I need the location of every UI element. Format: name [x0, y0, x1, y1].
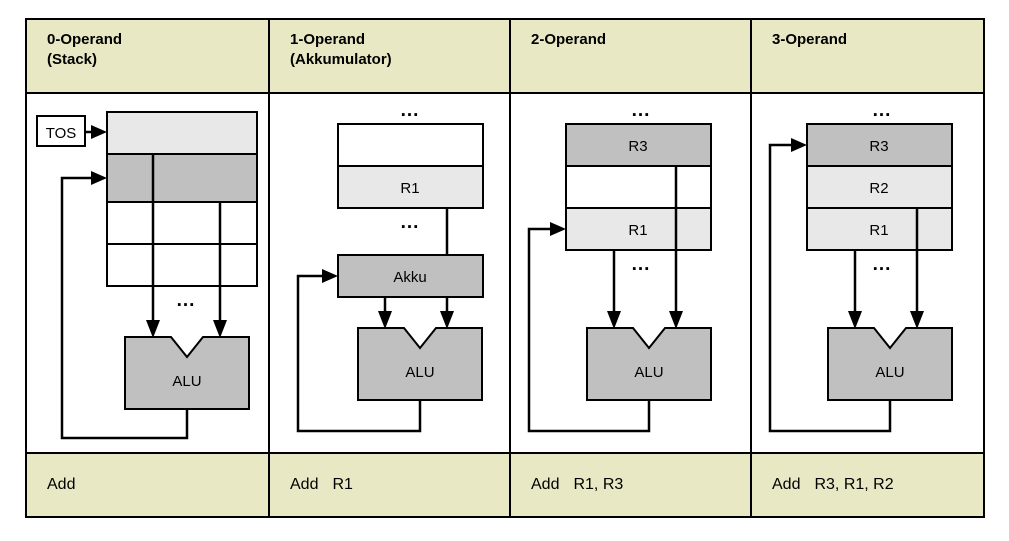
- operand-arrowhead-a: [607, 311, 621, 329]
- header-cell-three-operand: 3-Operand: [750, 20, 983, 92]
- feedback-arrowhead: [91, 171, 107, 185]
- instruction-cell-three-operand: Add R3, R1, R2: [750, 454, 983, 516]
- header-title-line1: 1-Operand: [290, 31, 366, 48]
- register-label-r1: R1: [869, 222, 888, 239]
- feedback-path: [296, 274, 422, 433]
- operand-arrowhead-a: [146, 320, 160, 338]
- alu-label: ALU: [405, 364, 434, 381]
- ellipsis-above-registers: ...: [873, 100, 892, 121]
- table-instruction-row: Add Add R1 Add R1, R3 Add R3, R1, R2: [27, 454, 983, 516]
- header-title-line1: 0-Operand: [47, 31, 123, 48]
- register-cell-r2: [806, 165, 953, 209]
- instruction-operands: R3, R1, R2: [814, 476, 894, 493]
- header-title-line1: 3-Operand: [772, 31, 848, 48]
- feedback-path: [527, 227, 651, 433]
- stack-cell-empty-2: [106, 243, 258, 287]
- ellipsis-below-registers: ...: [632, 254, 651, 275]
- feedback-path: [768, 143, 892, 433]
- header-title-line2: (Akkumulator): [290, 51, 392, 69]
- header-cell-zero-operand: 0-Operand (Stack): [27, 20, 268, 92]
- register-cell-empty: [565, 165, 712, 209]
- ellipsis-below-registers: ...: [401, 212, 420, 233]
- alu-shape: [357, 327, 483, 401]
- feedback-path: [60, 176, 189, 440]
- two-operand-machine-diagram: ... R3 R1 ... ALU: [511, 94, 750, 452]
- diagram-cell-two-operand: ... R3 R1 ... ALU: [509, 94, 750, 452]
- alu-label: ALU: [172, 373, 201, 390]
- operand-arrowhead-b: [669, 311, 683, 329]
- accumulator-box: [337, 254, 484, 298]
- instruction-cell-zero-operand: Add: [27, 454, 268, 516]
- operand-arrowhead-b: [213, 320, 227, 338]
- register-cell-r1: [337, 165, 484, 209]
- ellipsis-below-stack: ...: [177, 290, 196, 311]
- alu-shape: [586, 327, 712, 401]
- instruction-operands: R1: [332, 476, 353, 493]
- register-label-r1: R1: [628, 222, 647, 239]
- instruction-cell-one-operand: Add R1: [268, 454, 509, 516]
- operand-arrowhead-a: [378, 311, 392, 329]
- feedback-arrowhead: [791, 138, 807, 152]
- diagram-cell-one-operand: ... R1 ... Akku: [268, 94, 509, 452]
- three-operand-machine-diagram: ... R3 R2 R1 ...: [752, 94, 983, 452]
- instruction-mnemonic: Add: [290, 476, 319, 493]
- operand-arrowhead-a: [848, 311, 862, 329]
- header-cell-one-operand: 1-Operand (Akkumulator): [268, 20, 509, 92]
- accumulator-label: Akku: [393, 269, 426, 286]
- feedback-arrowhead: [322, 269, 338, 283]
- header-title-line2: (Stack): [47, 51, 98, 69]
- register-label-r3: R3: [628, 138, 647, 155]
- instruction-cell-two-operand: Add R1, R3: [509, 454, 750, 516]
- register-cell-r1: [565, 207, 712, 251]
- accumulator-machine-diagram: ... R1 ... Akku: [270, 94, 509, 452]
- register-cell-empty: [337, 123, 484, 167]
- header-cell-two-operand: 2-Operand: [509, 20, 750, 92]
- instruction-mnemonic: Add: [47, 476, 76, 493]
- stack-cell-tos: [106, 111, 258, 155]
- stack-cell-operand: [106, 153, 258, 203]
- ellipsis-above-registers: ...: [632, 100, 651, 121]
- stack-cell-empty-1: [106, 201, 258, 245]
- alu-label: ALU: [634, 364, 663, 381]
- feedback-arrowhead: [550, 222, 566, 236]
- ellipsis-above-registers: ...: [401, 100, 420, 121]
- alu-label: ALU: [875, 364, 904, 381]
- tos-box: [36, 115, 86, 147]
- operand-arrowhead-b: [440, 311, 454, 329]
- diagram-cell-zero-operand: ... ALU TOS: [27, 94, 268, 452]
- register-label-r2: R2: [869, 180, 888, 197]
- header-title-line1: 2-Operand: [531, 31, 607, 48]
- instruction-operands: R1, R3: [573, 476, 624, 493]
- ellipsis-below-registers: ...: [873, 254, 892, 275]
- tos-label: TOS: [46, 125, 77, 142]
- stack-machine-diagram: ... ALU TOS: [27, 94, 268, 452]
- register-cell-r1: [806, 207, 953, 251]
- register-label-r3: R3: [869, 138, 888, 155]
- instruction-mnemonic: Add: [772, 476, 801, 493]
- tos-arrowhead: [91, 125, 107, 139]
- comparison-table: 0-Operand (Stack) 1-Operand (Akkumulator…: [25, 18, 985, 518]
- instruction-mnemonic: Add: [531, 476, 560, 493]
- table-diagram-row: ... ALU TOS: [27, 94, 983, 454]
- alu-shape: [124, 336, 250, 410]
- alu-shape: [827, 327, 953, 401]
- diagram-cell-three-operand: ... R3 R2 R1 ...: [750, 94, 983, 452]
- operand-arrowhead-b: [910, 311, 924, 329]
- register-label-r1: R1: [400, 180, 419, 197]
- table-header-row: 0-Operand (Stack) 1-Operand (Akkumulator…: [27, 20, 983, 94]
